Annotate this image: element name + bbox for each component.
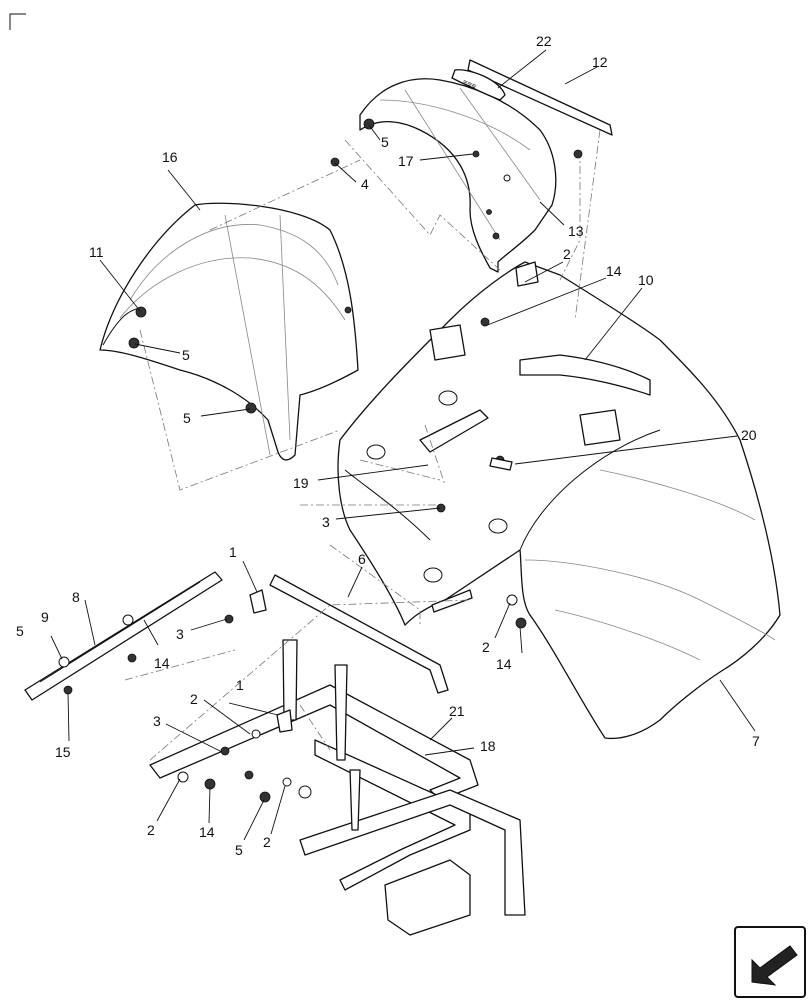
callout-1-lower: 1 — [236, 677, 244, 693]
callout-21: 21 — [449, 703, 465, 719]
callout-2-top: 2 — [563, 246, 571, 262]
callout-19: 19 — [293, 475, 309, 491]
callout-14-top: 14 — [606, 263, 622, 279]
callout-15: 15 — [55, 744, 71, 760]
callout-1-upper: 1 — [229, 544, 237, 560]
callout-11: 11 — [89, 244, 104, 260]
callout-3-lower: 3 — [153, 713, 161, 729]
corner-mark — [9, 13, 26, 30]
callout-5-top: 5 — [381, 134, 389, 150]
callout-5-fender-upper: 5 — [182, 347, 190, 363]
callout-6: 6 — [358, 551, 366, 567]
arrow-down-left-icon[interactable] — [734, 926, 806, 998]
leader-lines — [50, 49, 756, 841]
callout-9: 9 — [41, 609, 49, 625]
callout-14-step: 14 — [154, 655, 170, 671]
hardware — [63, 118, 583, 803]
callout-2-lower: 2 — [190, 691, 198, 707]
callout-labels: 22 12 5 17 4 13 16 11 5 5 2 14 10 20 19 … — [16, 33, 760, 858]
callout-20: 20 — [741, 427, 757, 443]
callout-2-bottom-left: 2 — [147, 822, 155, 838]
callout-5-bottom: 5 — [235, 842, 243, 858]
callout-13: 13 — [568, 223, 584, 239]
callout-16: 16 — [162, 149, 178, 165]
callout-4: 4 — [361, 176, 369, 192]
callout-18: 18 — [480, 738, 496, 754]
callout-14-bottom: 14 — [199, 824, 215, 840]
callout-3-left: 3 — [176, 626, 184, 642]
callout-5-step: 5 — [16, 623, 24, 639]
assembly-lines — [124, 129, 601, 761]
callout-5-fender-lower: 5 — [183, 410, 191, 426]
callout-22: 22 — [536, 33, 552, 49]
callout-8: 8 — [72, 589, 80, 605]
callout-12: 12 — [592, 54, 608, 70]
callout-17: 17 — [398, 153, 414, 169]
main-fender-7 — [337, 261, 781, 740]
callout-14-right: 14 — [496, 656, 512, 672]
callout-2-bottom: 2 — [263, 834, 271, 850]
mount-frame-21 — [149, 574, 526, 936]
callout-7: 7 — [752, 733, 760, 749]
step-bar-8 — [24, 571, 223, 701]
rear-cover-13 — [359, 78, 557, 273]
callout-10: 10 — [638, 272, 654, 288]
callout-2-right: 2 — [482, 639, 490, 655]
callout-3-center: 3 — [322, 514, 330, 530]
fender-cover-16 — [99, 202, 359, 461]
